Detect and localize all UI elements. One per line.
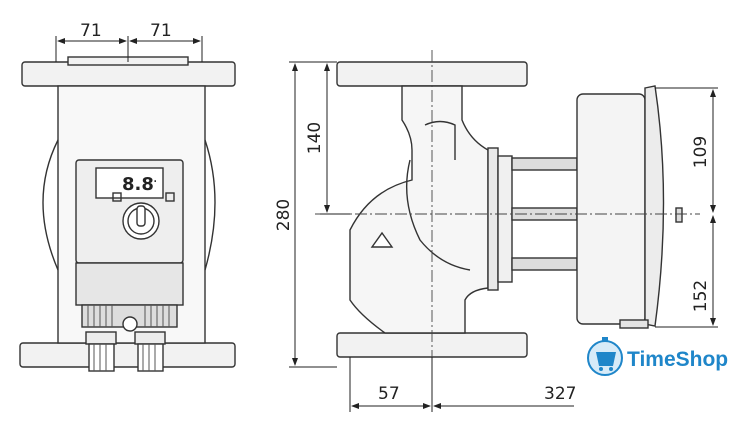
button-left-icon <box>112 192 122 202</box>
dim-bottom-right: 327 <box>544 384 576 404</box>
watermark: TimeShop <box>587 337 728 376</box>
knob-indicator <box>136 205 146 227</box>
front-motor-bulge <box>42 139 59 271</box>
dim-total-height: 280 <box>274 199 294 231</box>
cable-gland-right-nut <box>137 343 164 372</box>
volute-top-curve <box>424 120 456 160</box>
side-view <box>336 61 683 358</box>
front-dimensions <box>55 36 203 62</box>
stopwatch-cart-icon <box>587 337 623 376</box>
dim-front-left: 71 <box>80 21 102 41</box>
centerlines <box>315 50 700 372</box>
volute-inner-curve <box>406 159 471 271</box>
dim-bottom-left: 57 <box>378 384 400 404</box>
terminal-screw <box>122 316 138 332</box>
motor-flange <box>497 155 513 283</box>
display-digits: 8.8 <box>122 174 154 195</box>
front-bottom-flange <box>19 342 236 368</box>
cable-gland-right <box>134 331 166 345</box>
display-dot: · <box>153 174 157 190</box>
dim-front-right: 71 <box>150 21 172 41</box>
dim-motor-lower: 152 <box>691 280 711 312</box>
button-right-icon <box>165 192 175 202</box>
motor-cover <box>644 85 665 327</box>
bolt-lower <box>511 257 578 271</box>
motor-foot <box>619 319 649 329</box>
terminal-box <box>75 262 184 306</box>
volute-casing <box>349 85 489 334</box>
front-view <box>19 56 236 372</box>
dim-upper-height: 140 <box>305 122 325 154</box>
bolt-upper <box>511 157 578 171</box>
dim-motor-upper: 109 <box>691 136 711 168</box>
display-window <box>95 167 164 199</box>
cable-gland-left <box>85 331 117 345</box>
motor-plate <box>487 147 499 291</box>
side-dimensions <box>289 61 718 412</box>
flow-direction-arrow <box>370 231 394 248</box>
motor-body <box>576 93 646 325</box>
motor-vent <box>675 207 683 223</box>
watermark-brand: TimeShop <box>627 348 728 371</box>
cable-gland-left-nut <box>88 343 115 372</box>
front-motor-bulge-right <box>204 139 216 271</box>
